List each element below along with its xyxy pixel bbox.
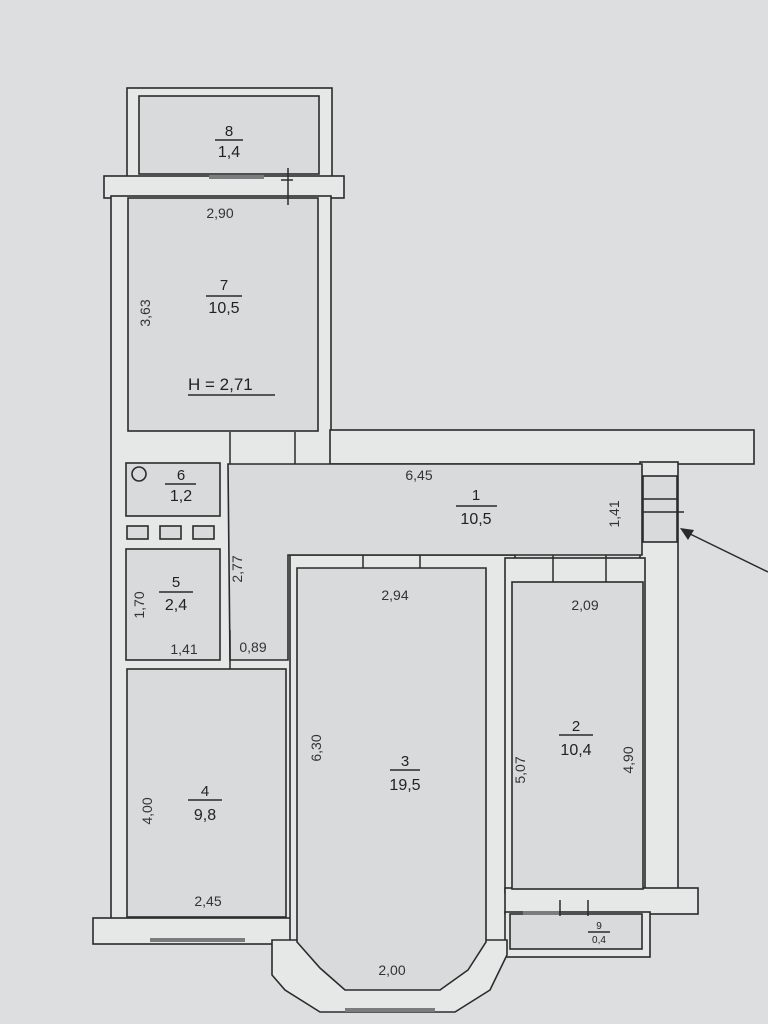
- room-3-width-top: 2,94: [381, 587, 408, 603]
- room-3: [296, 567, 487, 991]
- windows: [150, 175, 559, 1012]
- room-1-depth: 1,41: [606, 500, 622, 527]
- fraction-bars: [159, 139, 610, 933]
- room-2-number: 2: [572, 718, 580, 735]
- room-1-number: 1: [472, 487, 480, 504]
- rooms: [125, 95, 678, 991]
- ceiling-height: H = 2,71: [188, 375, 253, 394]
- room-labels: 8 1,4 7 10,5 H = 2,71 6 1,2 5 2,4 1 10,5…: [165, 123, 607, 946]
- room-1-area: 10,5: [460, 511, 491, 528]
- room-1-width: 6,45: [405, 467, 432, 483]
- room-2-area: 10,4: [560, 742, 591, 759]
- riser-pipe: [131, 466, 147, 482]
- room-7-width: 2,90: [206, 205, 233, 221]
- corridor-gap: 0,89: [239, 639, 266, 655]
- room-3-number: 3: [401, 753, 409, 770]
- room-3-area: 19,5: [389, 777, 420, 794]
- room-4-area: 9,8: [194, 807, 216, 824]
- room-5: [125, 548, 221, 661]
- room-2-width: 2,09: [571, 597, 598, 613]
- room-7-depth: 3,63: [137, 299, 153, 326]
- room-8-area: 1,4: [218, 144, 240, 161]
- room-5-depth: 1,70: [131, 591, 147, 618]
- vent-ducts: [126, 466, 215, 540]
- room-4-depth: 4,00: [139, 797, 155, 824]
- room-5-width: 1,41: [170, 641, 197, 657]
- room-4-width: 2,45: [194, 893, 221, 909]
- room-7-number: 7: [220, 277, 228, 294]
- room-2-depth-right: 4,90: [620, 746, 636, 773]
- room-6-number: 6: [177, 467, 185, 484]
- room-9-number: 9: [596, 921, 602, 932]
- entrance-vestibule: [642, 475, 678, 543]
- room-5-area: 2,4: [165, 597, 187, 614]
- room-4: [126, 668, 287, 918]
- room-4-number: 4: [201, 783, 209, 800]
- corridor-width: 2,77: [229, 555, 245, 582]
- room-3-depth: 6,30: [308, 734, 324, 761]
- partition-lines: [229, 168, 684, 916]
- room-9-area: 0,4: [592, 935, 606, 946]
- room-6-area: 1,2: [170, 488, 192, 505]
- room-8-loggia: [138, 95, 320, 175]
- room-3-width-bottom: 2,00: [378, 962, 405, 978]
- room-2-depth-left: 5,07: [512, 756, 528, 783]
- dimension-labels: 2,90 3,63 6,45 1,41 2,77 0,89 1,70 1,41 …: [131, 205, 636, 978]
- room-7-area: 10,5: [208, 300, 239, 317]
- room-7: [127, 197, 319, 432]
- room-8-number: 8: [225, 123, 233, 140]
- entrance-arrow: [680, 528, 768, 573]
- room-5-number: 5: [172, 574, 180, 591]
- room-9-balcony: [509, 913, 643, 950]
